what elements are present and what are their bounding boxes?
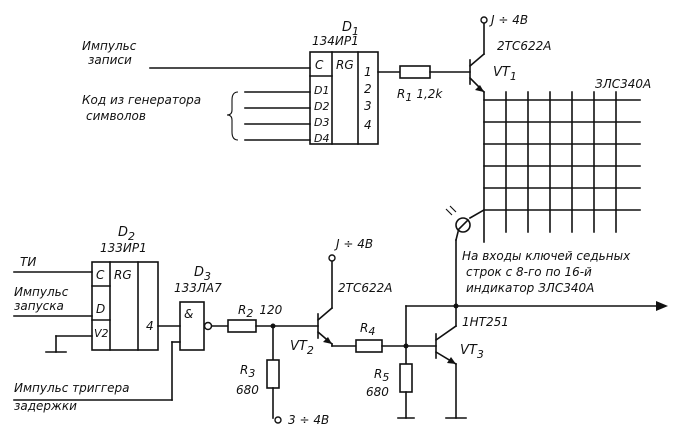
r3-supply: 3 ÷ 4В <box>288 413 329 427</box>
d1-pin-1: 1 <box>364 65 372 79</box>
write-pulse-input: Импульс записи <box>82 39 311 69</box>
d1-pin-2: 2 <box>364 82 372 96</box>
r4-label: R4 <box>360 321 375 338</box>
bus-brace <box>226 91 239 141</box>
ti-label: ТИ <box>20 255 36 269</box>
output-note-line1: На входы ключей седьных <box>462 249 631 263</box>
r3-value: 680 <box>236 383 259 397</box>
d2-pin-c: C <box>96 268 105 282</box>
write-pulse-label-line1: Импульс <box>82 39 137 53</box>
output-note: На входы ключей седьных строк с 8-го по … <box>405 249 668 311</box>
d1-ref: D1 <box>342 20 359 38</box>
d2-pin-4: 4 <box>146 319 154 333</box>
register-d2: D2 133ИР1 C RG D V2 4 <box>91 225 159 351</box>
d1-rg-label: RG <box>336 58 354 72</box>
char-code-label-line1: Код из генератора <box>82 93 201 107</box>
start-pulse-label-line1: Импульс <box>14 285 69 299</box>
d1-type: 134ИР1 <box>312 34 359 48</box>
r5-ref: R5 <box>374 367 389 384</box>
d1-pin-d3: D3 <box>314 116 329 129</box>
char-code-label-line2: символов <box>86 109 146 123</box>
d3-type: 133ЛА7 <box>174 281 222 295</box>
resistor-r5: R5 680 <box>366 305 415 419</box>
d2-inputs: ТИ Импульс запуска <box>13 255 93 353</box>
start-pulse-label-line2: запуска <box>14 299 64 313</box>
write-pulse-label-line2: записи <box>88 53 132 67</box>
vt2-supply: J ÷ 4В <box>334 237 373 251</box>
vt1-type: 2ТС622А <box>497 39 551 53</box>
transistor-vt3: 1НТ251 VT3 <box>434 305 509 419</box>
d2-pin-d: D <box>96 302 105 316</box>
char-code-bus: Код из генератора символов <box>82 91 311 141</box>
d3-ref: D3 <box>194 265 211 283</box>
display-type: ЗЛС340А <box>595 77 651 91</box>
r3-ref: R3 <box>240 363 255 380</box>
output-note-line3: индикатор ЗЛС340А <box>466 281 594 295</box>
d1-pin-d1: D1 <box>314 84 329 97</box>
nand-gate-d3: D3 133ЛА7 & <box>157 265 222 401</box>
delay-trigger-label-line1: Импульс триггера <box>14 381 130 395</box>
d2-ref: D2 <box>118 225 135 243</box>
led-indicator-icon <box>445 205 486 241</box>
vt1-ref: VT1 <box>493 65 517 83</box>
r5-value: 680 <box>366 385 389 399</box>
output-arrow-icon <box>656 301 668 311</box>
d1-pin-d4: D4 <box>314 132 329 145</box>
d1-pin-c: C <box>315 58 324 72</box>
vt2-type: 2ТС622А <box>338 281 392 295</box>
d3-symbol: & <box>184 307 193 321</box>
vt3-ref: VT3 <box>460 343 484 361</box>
d1-pin-4: 4 <box>364 118 372 132</box>
vt3-type: 1НТ251 <box>462 315 509 329</box>
delay-trigger-label-line2: задержки <box>14 399 77 413</box>
d2-type: 133ИР1 <box>100 241 147 255</box>
d1-pin-3: 3 <box>364 99 372 113</box>
vt2-ref: VT2 <box>290 339 314 357</box>
d2-body <box>91 261 159 351</box>
delay-trigger-input: Импульс триггера задержки <box>13 381 173 413</box>
matrix-grid <box>483 91 641 243</box>
d2-rg-label: RG <box>114 268 132 282</box>
junction-dot <box>453 303 459 309</box>
d2-pin-v2: V2 <box>94 327 109 340</box>
transistor-vt1: J ÷ 4В 2ТС622А VT1 <box>468 13 551 94</box>
d1-pin-d2: D2 <box>314 100 329 113</box>
resistor-r4: R4 <box>331 321 437 353</box>
output-note-line2: строк с 8-го по 16-й <box>466 265 592 279</box>
d1-body <box>309 51 379 145</box>
vt1-supply: J ÷ 4В <box>489 13 528 27</box>
transistor-vt2: J ÷ 4В 2ТС622А VT2 <box>290 237 392 357</box>
led-matrix-display: ЗЛС340А <box>445 77 651 307</box>
resistor-r3: R3 680 3 ÷ 4В <box>236 325 329 427</box>
register-d1: D1 134ИР1 C RG D1 D2 D3 D4 1 2 3 4 <box>309 20 379 145</box>
